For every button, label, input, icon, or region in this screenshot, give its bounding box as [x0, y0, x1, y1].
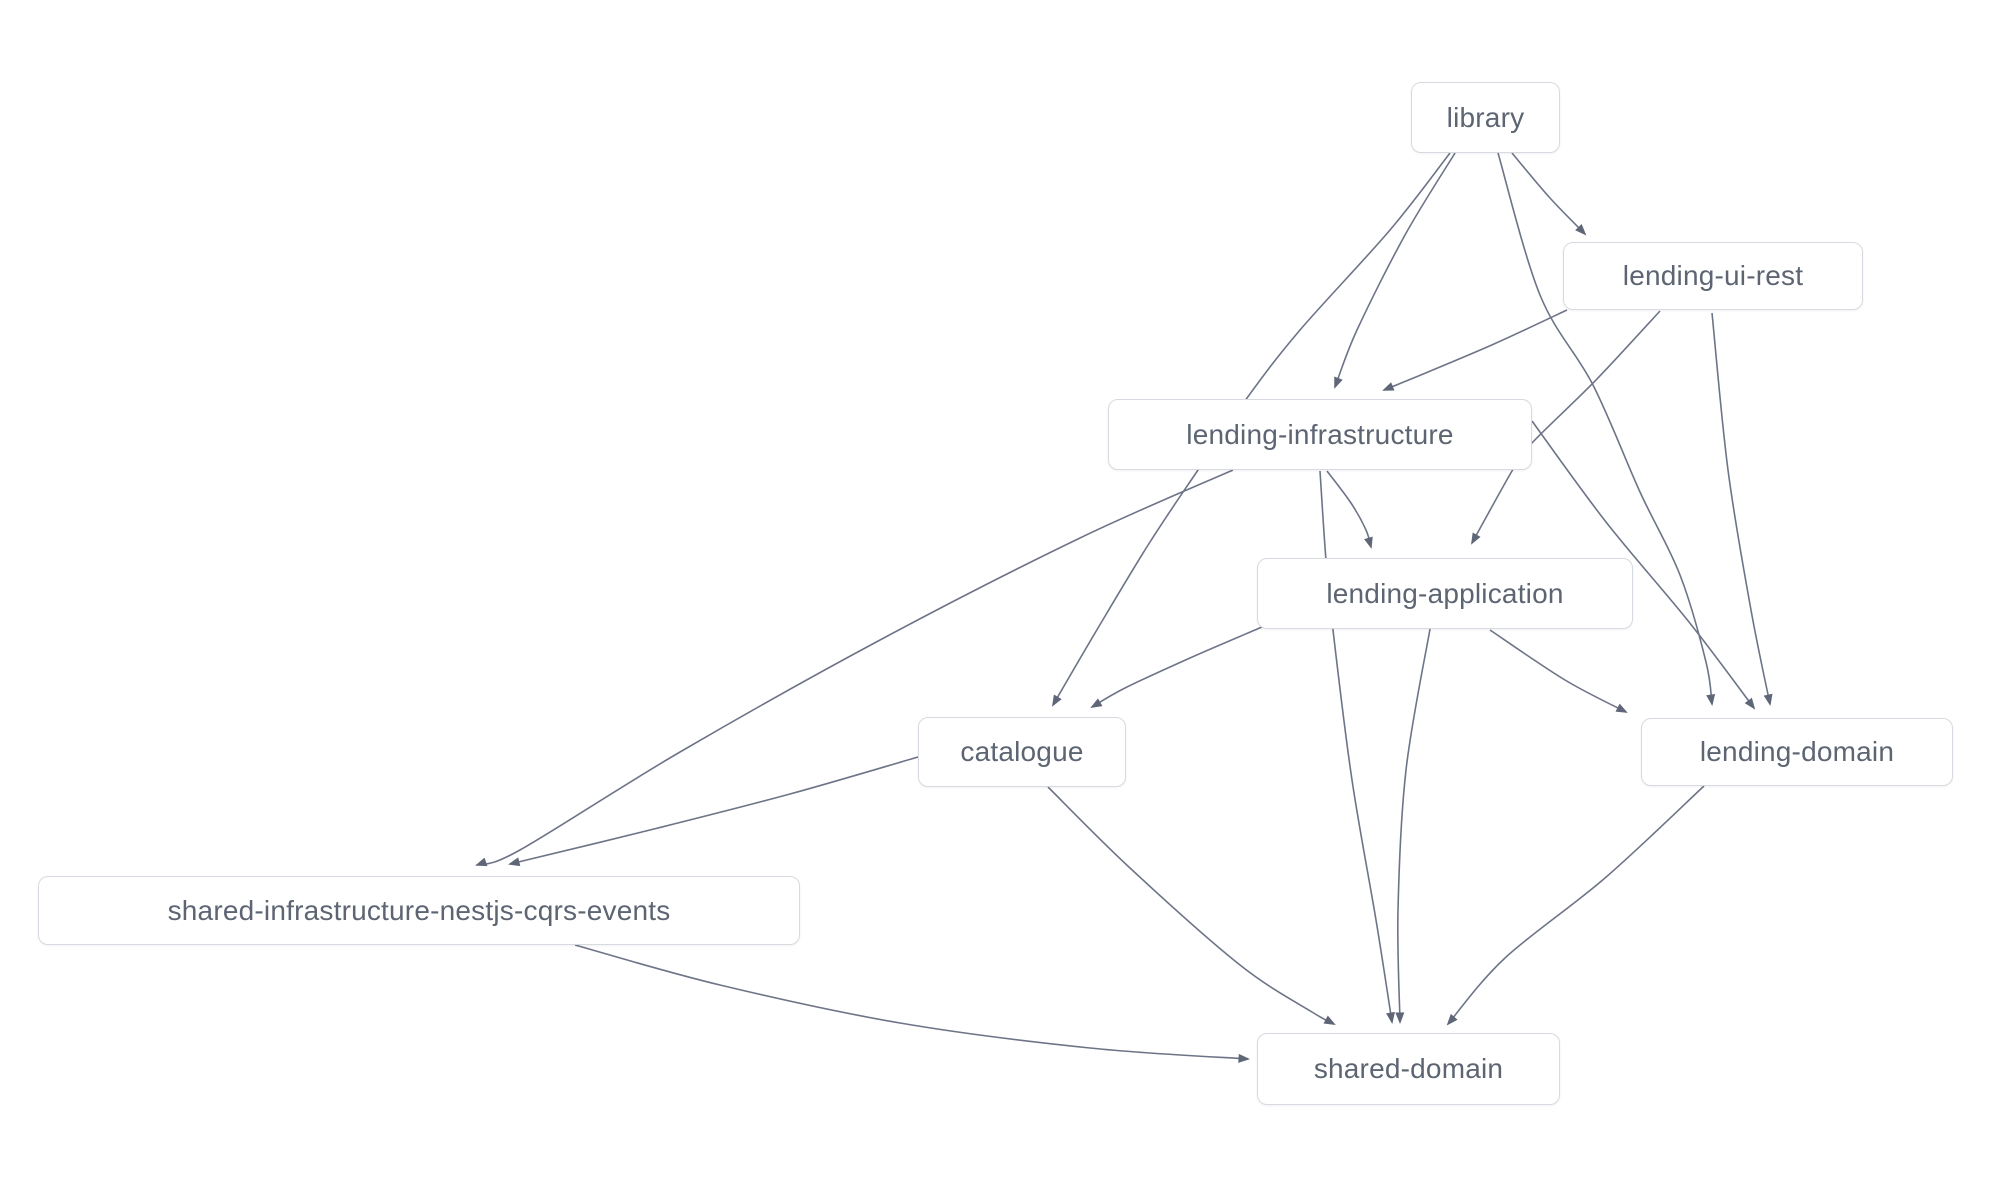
node-shared-infrastructure-nestjs-cqrs-events[interactable]: shared-infrastructure-nestjs-cqrs-events: [38, 876, 800, 945]
edge-shared-infrastructure-nestjs-cqrs-events-to-shared-domain: [574, 944, 1250, 1063]
edge-lending-infrastructure-to-lending-application: [1326, 470, 1373, 549]
edge-lending-ui-rest-to-lending-infrastructure: [1382, 309, 1568, 391]
edge-lending-infrastructure-to-shared-infrastructure-nestjs-cqrs-events: [475, 469, 1234, 867]
node-label: catalogue: [960, 736, 1084, 767]
node-label: lending-domain: [1699, 736, 1895, 767]
node-lending-application[interactable]: lending-application: [1257, 558, 1633, 629]
edge-lending-application-to-shared-domain: [1395, 628, 1431, 1024]
node-shared-domain[interactable]: shared-domain: [1257, 1033, 1560, 1105]
node-catalogue[interactable]: catalogue: [918, 717, 1126, 787]
edge-lending-infrastructure-to-lending-domain: [1531, 420, 1756, 710]
edge-catalogue-to-shared-infrastructure-nestjs-cqrs-events: [508, 756, 919, 867]
node-label: shared-infrastructure-nestjs-cqrs-events: [167, 894, 671, 926]
edge-lending-ui-rest-to-lending-domain: [1711, 312, 1773, 706]
edge-lending-domain-to-shared-domain: [1446, 785, 1705, 1026]
edge-library-to-lending-infrastructure: [1334, 152, 1456, 389]
node-lending-ui-rest[interactable]: lending-ui-rest: [1563, 242, 1863, 310]
edge-catalogue-to-shared-domain: [1047, 786, 1336, 1025]
node-label: lending-infrastructure: [1186, 418, 1454, 450]
edge-library-to-lending-ui-rest: [1511, 152, 1587, 236]
node-lending-domain[interactable]: lending-domain: [1641, 718, 1953, 786]
node-label: shared-domain: [1313, 1053, 1504, 1084]
node-label: lending-ui-rest: [1622, 260, 1804, 291]
edge-lending-application-to-catalogue: [1090, 626, 1263, 709]
node-label: library: [1446, 101, 1525, 133]
edge-lending-application-to-lending-domain: [1489, 629, 1628, 713]
node-label: lending-application: [1326, 577, 1564, 609]
node-library[interactable]: library: [1411, 82, 1560, 153]
edge-lending-infrastructure-to-shared-domain: [1319, 470, 1395, 1024]
edge-library-to-lending-domain: [1497, 152, 1716, 706]
node-lending-infrastructure[interactable]: lending-infrastructure: [1108, 399, 1532, 470]
